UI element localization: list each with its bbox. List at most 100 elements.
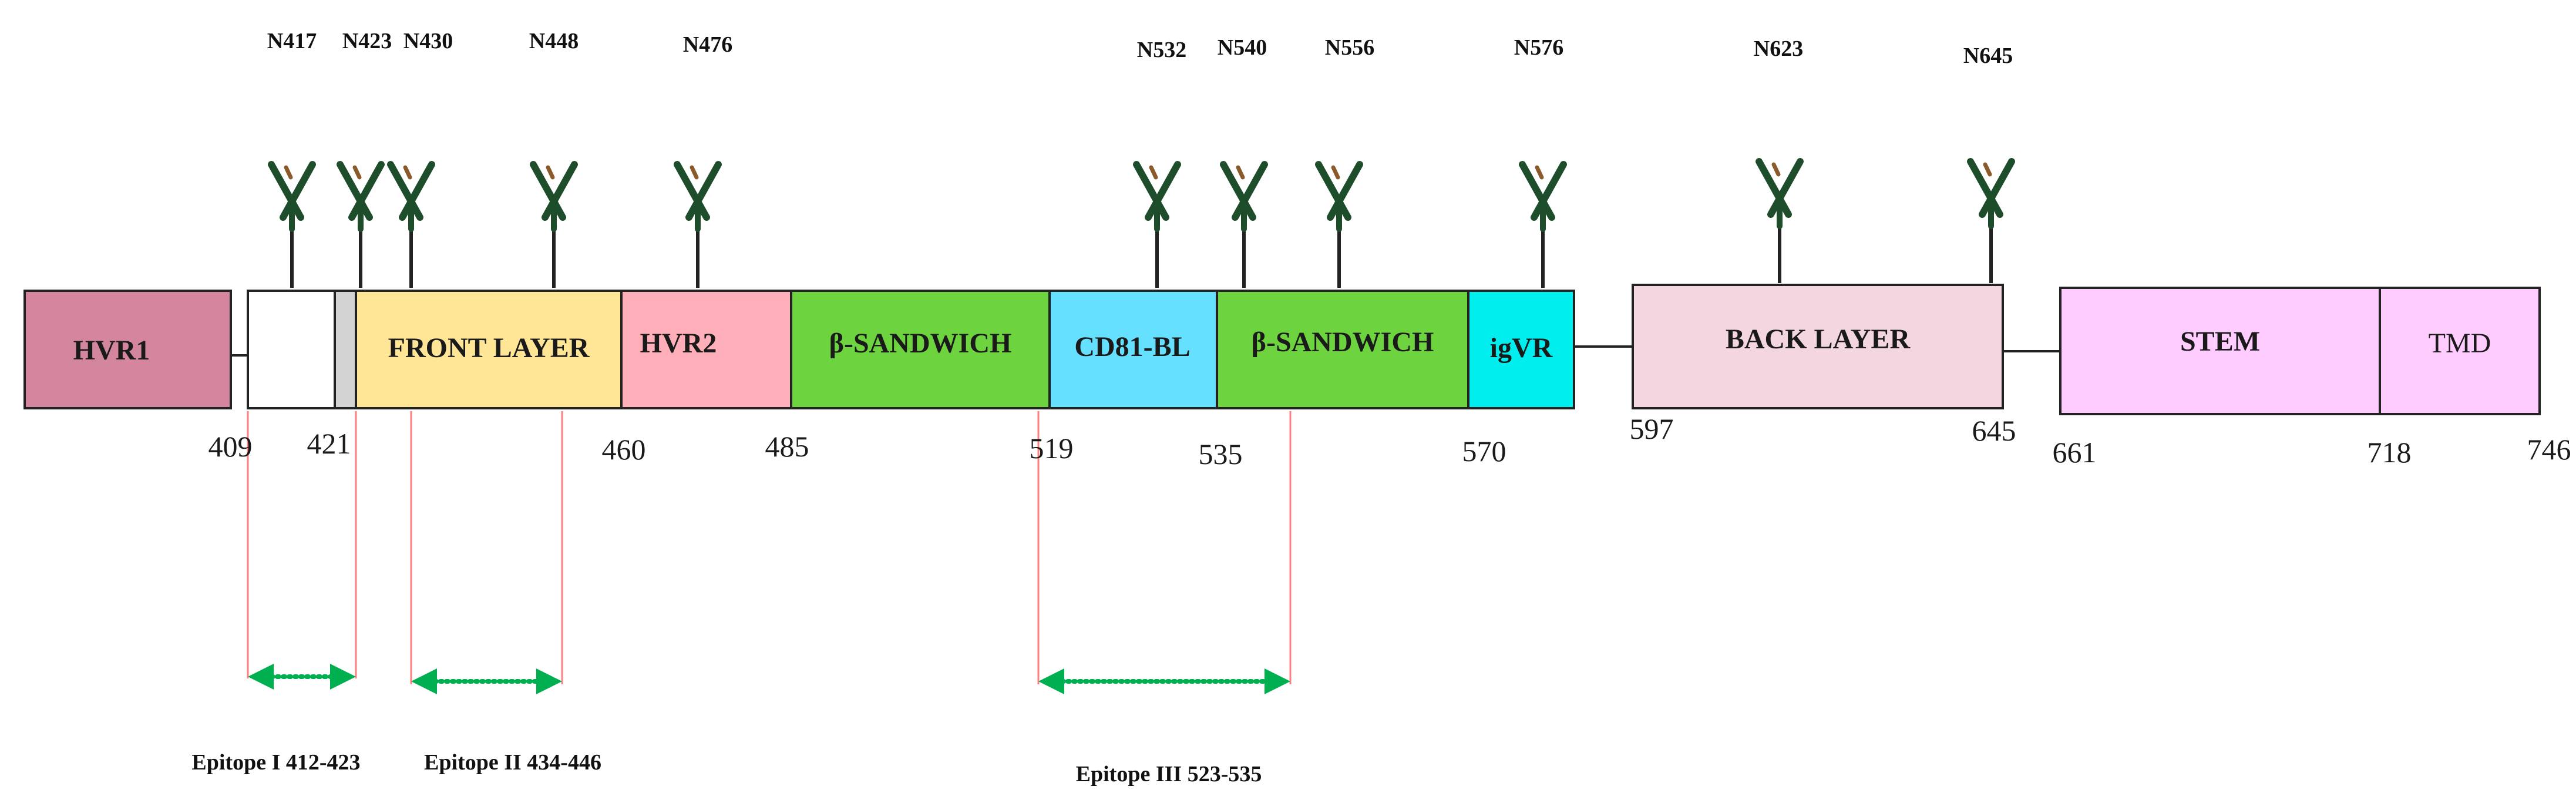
- glycan-branch: [1983, 162, 1992, 177]
- epitope-arrow-head: [411, 668, 437, 694]
- glyco-site-label: N556: [1325, 35, 1374, 60]
- domain-block: [1467, 290, 1575, 409]
- glyco-site-label: N576: [1514, 35, 1563, 60]
- glycan-branch: [1220, 161, 1256, 221]
- position-label: 485: [765, 430, 809, 463]
- glycan-branch: [1145, 161, 1181, 221]
- domain-label-igvr: igVR: [1490, 332, 1553, 364]
- glyco-site-label: N645: [1963, 43, 2013, 68]
- epitope-arrow-head: [330, 664, 356, 690]
- glycan-branch: [546, 165, 555, 180]
- domain-block: [790, 290, 1051, 409]
- glycan-branch: [387, 161, 423, 221]
- glyco-site-label: N532: [1137, 38, 1186, 62]
- glycan-branch: [1767, 158, 1804, 218]
- glycan-icon: [1756, 158, 1804, 229]
- glycan-branch: [284, 165, 293, 180]
- glycan-icon: [268, 161, 316, 232]
- glycan-branch: [1232, 161, 1268, 221]
- glycan-icon: [1315, 161, 1363, 232]
- domain-label-stem: STEM: [2180, 326, 2260, 357]
- glycan-branch: [352, 165, 362, 180]
- domain-label-beta-sandwich-1: β-SANDWICH: [829, 328, 1012, 359]
- glycan-branch: [1315, 161, 1351, 221]
- position-labels: 409 421 460 485 519 535 570 597 645 661 …: [208, 412, 2571, 470]
- domain-block: [1632, 284, 2004, 409]
- glyco-site-label: N476: [683, 32, 732, 57]
- glycan-branch: [1979, 158, 2015, 218]
- epitope-arrow: [1038, 668, 1290, 694]
- glycan-branch: [399, 161, 435, 221]
- glycan-branch: [690, 165, 699, 180]
- position-label: 645: [1972, 414, 2016, 447]
- glyco-labels: N417 N423 N430 N448 N476 N532 N540 N556 …: [267, 29, 2013, 68]
- epitope-arrows: [248, 664, 1290, 694]
- epitope-label: Epitope III 523-535: [1076, 762, 1262, 787]
- domain-block: [2059, 287, 2381, 415]
- domain-block: [247, 290, 336, 409]
- glycan-branch: [1149, 165, 1158, 180]
- domain-label-cd81-bl: CD81-BL: [1074, 331, 1190, 362]
- domain-label-hvr1: HVR1: [73, 335, 150, 366]
- glycan-branch: [685, 161, 722, 221]
- glyco-site-label: N430: [403, 29, 453, 53]
- position-label: 746: [2527, 433, 2571, 466]
- epitope-arrow-head: [536, 668, 562, 694]
- glyco-site-label: N417: [267, 29, 317, 53]
- glycan-branch: [542, 161, 578, 221]
- position-label: 661: [2053, 436, 2097, 469]
- position-label: 535: [1199, 438, 1243, 470]
- glycan-icon: [337, 161, 385, 232]
- epitope-arrow-head: [1265, 668, 1290, 694]
- glycan-branch: [674, 161, 710, 221]
- glycan-icon: [1133, 161, 1181, 232]
- epitope-label: Epitope I 412-423: [191, 750, 360, 775]
- domain-block: [23, 290, 232, 409]
- epitope-arrow: [248, 664, 356, 690]
- glyco-site-label: N448: [529, 29, 579, 53]
- glycan-branch: [280, 161, 316, 221]
- glycan-branch: [268, 161, 304, 221]
- position-label: 597: [1630, 412, 1674, 445]
- glycan-icon: [387, 161, 435, 232]
- glyco-site-label: N423: [342, 29, 392, 53]
- glycan-icon: [1220, 161, 1268, 232]
- connector-lines: [231, 345, 2060, 357]
- domain-block: [1216, 290, 1469, 409]
- glycan-branch: [530, 161, 566, 221]
- glycan-icons: [268, 158, 2015, 232]
- glycan-branch: [337, 161, 373, 221]
- domain-label-beta-sandwich-2: β-SANDWICH: [1252, 327, 1434, 358]
- glycan-branch: [1756, 158, 1792, 218]
- glycan-branch: [1331, 165, 1340, 180]
- position-label: 421: [307, 427, 351, 460]
- glyco-site-label: N540: [1218, 35, 1267, 60]
- glycan-branch: [403, 165, 412, 180]
- glycan-branch: [348, 161, 385, 221]
- glycan-branch: [1327, 161, 1363, 221]
- domain-label-front-layer: FRONT LAYER: [388, 332, 590, 364]
- glycan-icon: [1519, 161, 1567, 232]
- domain-block: [620, 290, 792, 409]
- position-label: 409: [208, 430, 253, 463]
- epitope-guides: [247, 411, 1292, 684]
- domain-block: [2379, 287, 2541, 415]
- domain-block: [1048, 290, 1218, 409]
- glycan-branch: [1771, 162, 1781, 177]
- position-label: 718: [2368, 436, 2412, 469]
- glycan-icon: [1967, 158, 2015, 229]
- glycan-branch: [1236, 165, 1245, 180]
- domain-blocks: [23, 284, 2541, 415]
- domain-block: [334, 290, 357, 409]
- position-label: 460: [602, 433, 646, 466]
- glyco-site-label: N623: [1754, 36, 1803, 61]
- glycan-icon: [530, 161, 578, 232]
- glycan-branch: [1133, 161, 1169, 221]
- epitope-label: Epitope II 434-446: [424, 750, 601, 775]
- epitope-arrow-head: [1038, 668, 1064, 694]
- domain-block: [355, 290, 623, 409]
- position-label: 519: [1030, 432, 1074, 465]
- domain-label-tmd: TMD: [2429, 328, 2491, 359]
